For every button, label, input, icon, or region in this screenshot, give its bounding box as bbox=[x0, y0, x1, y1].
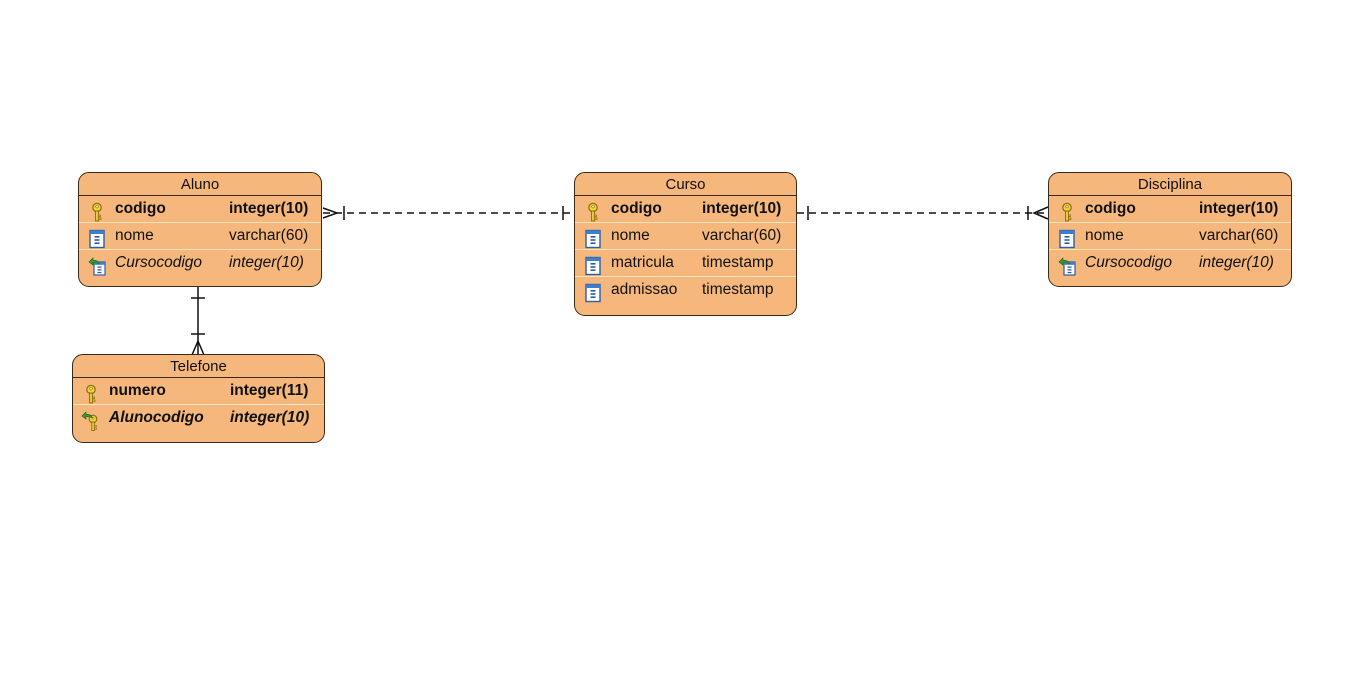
crows-foot-many-marker bbox=[191, 339, 205, 356]
field-name: numero bbox=[109, 382, 166, 399]
field-type: integer(10) bbox=[702, 200, 782, 217]
field-type: integer(10) bbox=[1199, 254, 1274, 271]
relationship-aluno-telefone[interactable] bbox=[191, 287, 205, 356]
foreign-key-icon bbox=[1057, 253, 1077, 276]
field-name: nome bbox=[611, 227, 650, 244]
field-row-numero[interactable]: numero integer(11) bbox=[73, 378, 324, 405]
entity-title: Aluno bbox=[79, 173, 321, 196]
field-type: varchar(60) bbox=[702, 227, 782, 244]
field-row-cursocodigo[interactable]: Cursocodigo integer(10) bbox=[1049, 250, 1291, 276]
field-name: Cursocodigo bbox=[1085, 254, 1173, 271]
entity-title: Curso bbox=[575, 173, 796, 196]
field-name: nome bbox=[115, 227, 154, 244]
entity-title: Disciplina bbox=[1049, 173, 1291, 196]
entity-curso[interactable]: Curso codigo integer(10) nome varchar(60) ma… bbox=[574, 172, 797, 316]
field-name: admissao bbox=[611, 281, 678, 298]
relationship-curso-aluno[interactable] bbox=[322, 206, 573, 220]
column-icon bbox=[583, 280, 603, 303]
relationship-curso-disciplina[interactable] bbox=[797, 206, 1049, 220]
column-icon bbox=[583, 253, 603, 276]
crows-foot-many-marker bbox=[1032, 206, 1049, 220]
field-row-codigo[interactable]: codigo integer(10) bbox=[1049, 196, 1291, 223]
field-row-cursocodigo[interactable]: Cursocodigo integer(10) bbox=[79, 250, 321, 276]
field-row-admissao[interactable]: admissao timestamp bbox=[575, 277, 796, 303]
field-type: integer(10) bbox=[1199, 200, 1279, 217]
primary-foreign-key-icon bbox=[81, 408, 101, 431]
entity-disciplina[interactable]: Disciplina codigo integer(10) nome varchar(… bbox=[1048, 172, 1292, 287]
primary-key-icon bbox=[81, 381, 101, 404]
crows-foot-many-marker bbox=[322, 207, 340, 219]
field-row-alunocodigo[interactable]: Alunocodigo integer(10) bbox=[73, 405, 324, 431]
field-name: matricula bbox=[611, 254, 674, 271]
field-name: Cursocodigo bbox=[115, 254, 203, 271]
primary-key-icon bbox=[87, 199, 107, 222]
field-row-nome[interactable]: nome varchar(60) bbox=[1049, 223, 1291, 250]
entity-telefone[interactable]: Telefone numero integer(11) Alunocodigo int… bbox=[72, 354, 325, 443]
primary-key-icon bbox=[1057, 199, 1077, 222]
field-row-nome[interactable]: nome varchar(60) bbox=[79, 223, 321, 250]
primary-key-icon bbox=[583, 199, 603, 222]
field-name: codigo bbox=[115, 200, 166, 217]
field-type: timestamp bbox=[702, 281, 774, 298]
column-icon bbox=[583, 226, 603, 249]
column-icon bbox=[87, 226, 107, 249]
column-icon bbox=[1057, 226, 1077, 249]
field-name: Alunocodigo bbox=[109, 409, 204, 426]
entity-title: Telefone bbox=[73, 355, 324, 378]
field-row-matricula[interactable]: matricula timestamp bbox=[575, 250, 796, 277]
entity-aluno[interactable]: Aluno codigo integer(10) nome varchar(60) Cu… bbox=[78, 172, 322, 287]
field-type: varchar(60) bbox=[1199, 227, 1279, 244]
field-name: codigo bbox=[1085, 200, 1136, 217]
field-name: nome bbox=[1085, 227, 1124, 244]
field-type: integer(10) bbox=[230, 409, 310, 426]
field-type: timestamp bbox=[702, 254, 774, 271]
field-type: integer(10) bbox=[229, 254, 304, 271]
field-row-nome[interactable]: nome varchar(60) bbox=[575, 223, 796, 250]
field-name: codigo bbox=[611, 200, 662, 217]
field-type: integer(10) bbox=[229, 200, 309, 217]
field-row-codigo[interactable]: codigo integer(10) bbox=[575, 196, 796, 223]
field-type: varchar(60) bbox=[229, 227, 309, 244]
field-type: integer(11) bbox=[230, 382, 309, 399]
foreign-key-icon bbox=[87, 253, 107, 276]
field-row-codigo[interactable]: codigo integer(10) bbox=[79, 196, 321, 223]
